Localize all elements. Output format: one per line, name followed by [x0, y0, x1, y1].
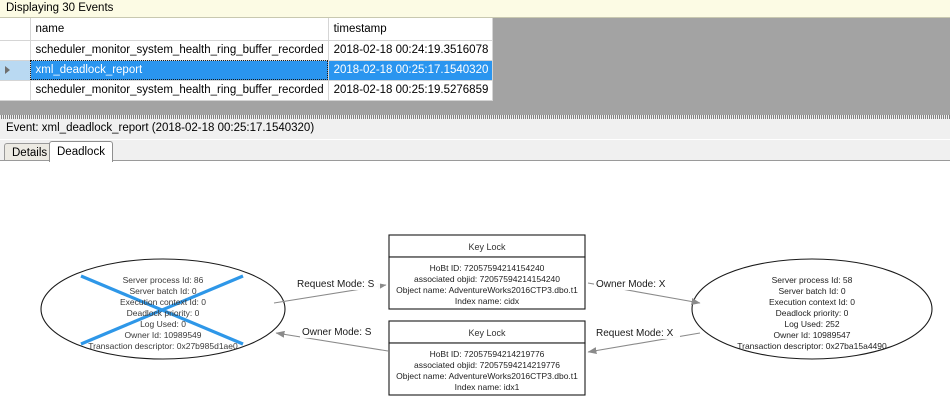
process-right-line-0: Server process Id: 58: [772, 275, 853, 285]
events-grid-header-row: name timestamp: [0, 18, 494, 41]
resource-bottom-line-0: HoBt ID: 72057594214219776: [430, 349, 545, 359]
resource-top-title: Key Lock: [468, 242, 506, 252]
event-detail-tabstrip: Details Deadlock: [0, 140, 950, 162]
row-selector-cell[interactable]: [0, 80, 31, 101]
process-left-line-2: Execution context Id: 0: [120, 297, 206, 307]
cell-name[interactable]: xml_deadlock_report: [30, 60, 329, 81]
resource-node-top[interactable]: Key Lock HoBt ID: 72057594214154240 asso…: [388, 234, 586, 310]
resource-bottom-title: Key Lock: [468, 328, 506, 338]
resource-top-line-1: associated objid: 72057594214154240: [414, 274, 560, 284]
cell-timestamp[interactable]: 2018-02-18 00:25:19.5276859: [328, 80, 494, 101]
process-right-line-2: Execution context Id: 0: [769, 297, 855, 307]
process-left-line-4: Log Used: 0: [140, 319, 186, 329]
cell-name[interactable]: scheduler_monitor_system_health_ring_buf…: [30, 40, 329, 61]
event-detail-title: Event: xml_deadlock_report (2018-02-18 0…: [6, 122, 315, 134]
resource-top-line-0: HoBt ID: 72057594214154240: [430, 263, 545, 273]
deadlock-graph-panel[interactable]: Server process Id: 86 Server batch Id: 0…: [0, 160, 950, 400]
deadlock-victim-cross-icon: [80, 274, 244, 346]
events-grid-area[interactable]: name timestamp scheduler_monitor_system_…: [0, 18, 950, 119]
resource-bottom-line-2: Object name: AdventureWorks2016CTP3.dbo.…: [396, 371, 578, 381]
process-left-line-0: Server process Id: 86: [123, 275, 204, 285]
process-right-line-3: Deadlock priority: 0: [776, 308, 849, 318]
edge-right-owner-label: Owner Mode: X: [596, 279, 666, 290]
row-selector-cell[interactable]: [0, 60, 31, 81]
process-left-line-6: Transaction descriptor: 0x27b985d1ae0: [88, 341, 238, 351]
deadlock-graph-svg[interactable]: Server process Id: 86 Server batch Id: 0…: [0, 161, 950, 400]
table-row[interactable]: xml_deadlock_report 2018-02-18 00:25:17.…: [0, 60, 494, 81]
process-right-line-4: Log Used: 252: [784, 319, 840, 329]
edge-left-request: Request Mode: S: [273, 278, 387, 304]
process-node-right[interactable]: Server process Id: 58 Server batch Id: 0…: [691, 258, 933, 360]
process-right-line-1: Server batch Id: 0: [778, 286, 845, 296]
edge-right-request-label: Request Mode: X: [596, 328, 674, 339]
events-grid[interactable]: name timestamp scheduler_monitor_system_…: [0, 18, 494, 101]
resource-bottom-line-3: Index name: idx1: [455, 382, 520, 392]
events-status-band: Displaying 30 Events: [0, 0, 950, 18]
resource-top-line-2: Object name: AdventureWorks2016CTP3.dbo.…: [396, 285, 578, 295]
cell-timestamp[interactable]: 2018-02-18 00:24:19.3516078: [328, 40, 494, 61]
cell-name[interactable]: scheduler_monitor_system_health_ring_buf…: [30, 80, 329, 101]
resource-bottom-body-frame: [388, 342, 586, 396]
process-node-left[interactable]: Server process Id: 86 Server batch Id: 0…: [40, 258, 286, 360]
process-right-line-5: Owner Id: 10989547: [773, 330, 850, 340]
row-selector-cell[interactable]: [0, 40, 31, 61]
row-selector-triangle-icon: [5, 65, 10, 74]
resource-node-bottom[interactable]: Key Lock HoBt ID: 72057594214219776 asso…: [388, 320, 586, 396]
process-left-line-5: Owner Id: 10989549: [124, 330, 201, 340]
edge-left-owner-label: Owner Mode: S: [302, 327, 372, 338]
edge-left-owner: Owner Mode: S: [275, 326, 389, 352]
edge-left-request-label: Request Mode: S: [297, 279, 375, 290]
resource-bottom-line-1: associated objid: 72057594214219776: [414, 360, 560, 370]
table-row[interactable]: scheduler_monitor_system_health_ring_buf…: [0, 40, 494, 61]
resource-top-body-frame: [388, 256, 586, 310]
process-left-line-3: Deadlock priority: 0: [127, 308, 200, 318]
column-header-name[interactable]: name: [30, 18, 329, 41]
event-detail-header: Event: xml_deadlock_report (2018-02-18 0…: [0, 119, 950, 139]
cell-timestamp[interactable]: 2018-02-18 00:25:17.1540320: [328, 60, 494, 81]
process-left-line-1: Server batch Id: 0: [129, 286, 196, 296]
events-count-label: Displaying 30 Events: [6, 2, 114, 14]
tab-deadlock[interactable]: Deadlock: [49, 141, 113, 162]
process-node-right-outline: [691, 258, 933, 360]
tab-details[interactable]: Details: [4, 143, 56, 161]
column-header-row-selector[interactable]: [0, 18, 31, 41]
grid-splitter[interactable]: [0, 115, 950, 119]
process-right-line-6: Transaction descriptor: 0x27ba15a4490: [737, 341, 887, 351]
table-row[interactable]: scheduler_monitor_system_health_ring_buf…: [0, 80, 494, 101]
column-header-timestamp[interactable]: timestamp: [328, 18, 494, 41]
resource-top-line-3: Index name: cidx: [455, 296, 520, 306]
edge-right-owner: Owner Mode: X: [587, 278, 701, 305]
edge-right-request: Request Mode: X: [587, 327, 701, 355]
